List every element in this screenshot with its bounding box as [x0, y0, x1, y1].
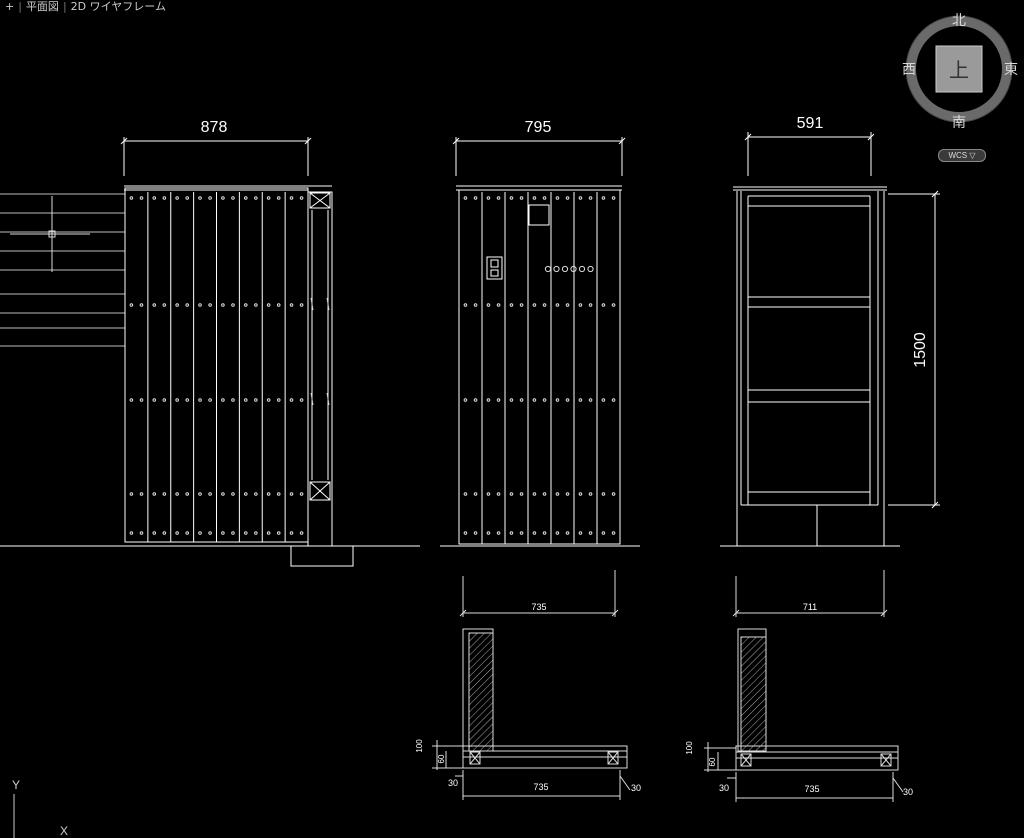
dim-591 — [744, 132, 875, 176]
dim-795 — [452, 137, 626, 176]
dim-label-878: 878 — [201, 119, 228, 136]
ucs-y-label: Y — [12, 778, 21, 792]
dim-label-1500: 1500 — [912, 332, 929, 368]
compass-east[interactable]: 東 — [1004, 62, 1018, 78]
compass-west[interactable]: 西 — [902, 62, 916, 78]
dim-label-s1-60: 60 — [437, 754, 446, 763]
wcs-label: WCS — [948, 151, 968, 160]
left-elevation — [0, 137, 420, 567]
viewcube[interactable]: 上 北 南 東 西 — [902, 13, 1018, 131]
viewcube-top-face[interactable] — [935, 45, 983, 93]
dim-label-s1-right30: 30 — [631, 783, 641, 793]
compass-north[interactable]: 北 — [952, 13, 966, 29]
dimension-labels: 878 795 591 1500 735 711 735 735 100 60 … — [201, 115, 929, 797]
dim-label-s2-bottom: 735 — [804, 784, 819, 794]
dim-label-s2-100: 100 — [685, 741, 694, 755]
view-name[interactable]: 平面図 — [25, 0, 59, 13]
dim-label-591: 591 — [797, 115, 824, 132]
viewport-controls[interactable]: +|平面図|2D ワイヤフレーム — [0, 0, 169, 14]
dim-label-s2-60: 60 — [708, 757, 717, 766]
visual-style[interactable]: 2D ワイヤフレーム — [70, 0, 166, 13]
dim-label-s1-100: 100 — [415, 739, 424, 753]
crosshair-cursor — [10, 196, 90, 272]
dim-878 — [120, 137, 312, 176]
wcs-menu-button[interactable]: WCS ▽ — [938, 149, 986, 162]
section-detail-1 — [432, 570, 631, 800]
dim-label-s2-right30: 30 — [903, 787, 913, 797]
right-elevation — [720, 132, 940, 547]
dim-label-s1-top: 735 — [531, 602, 546, 612]
dim-1500 — [888, 190, 940, 509]
dim-label-s2-left30: 30 — [719, 783, 729, 793]
ucs-x-label: X — [60, 824, 69, 838]
dim-label-s1-left30: 30 — [448, 778, 458, 788]
dim-label-s1-bottom: 735 — [533, 782, 548, 792]
chevron-down-icon: ▽ — [969, 151, 976, 160]
ucs-axes-icon — [13, 794, 15, 838]
compass-south[interactable]: 南 — [952, 115, 966, 131]
viewport-menu-button[interactable]: + — [5, 0, 15, 13]
center-elevation — [440, 137, 640, 547]
section-detail-2 — [704, 570, 904, 802]
viewcube-face-label[interactable]: 上 — [949, 58, 969, 82]
dim-label-795: 795 — [525, 119, 552, 136]
dim-label-s2-top: 711 — [803, 602, 817, 612]
